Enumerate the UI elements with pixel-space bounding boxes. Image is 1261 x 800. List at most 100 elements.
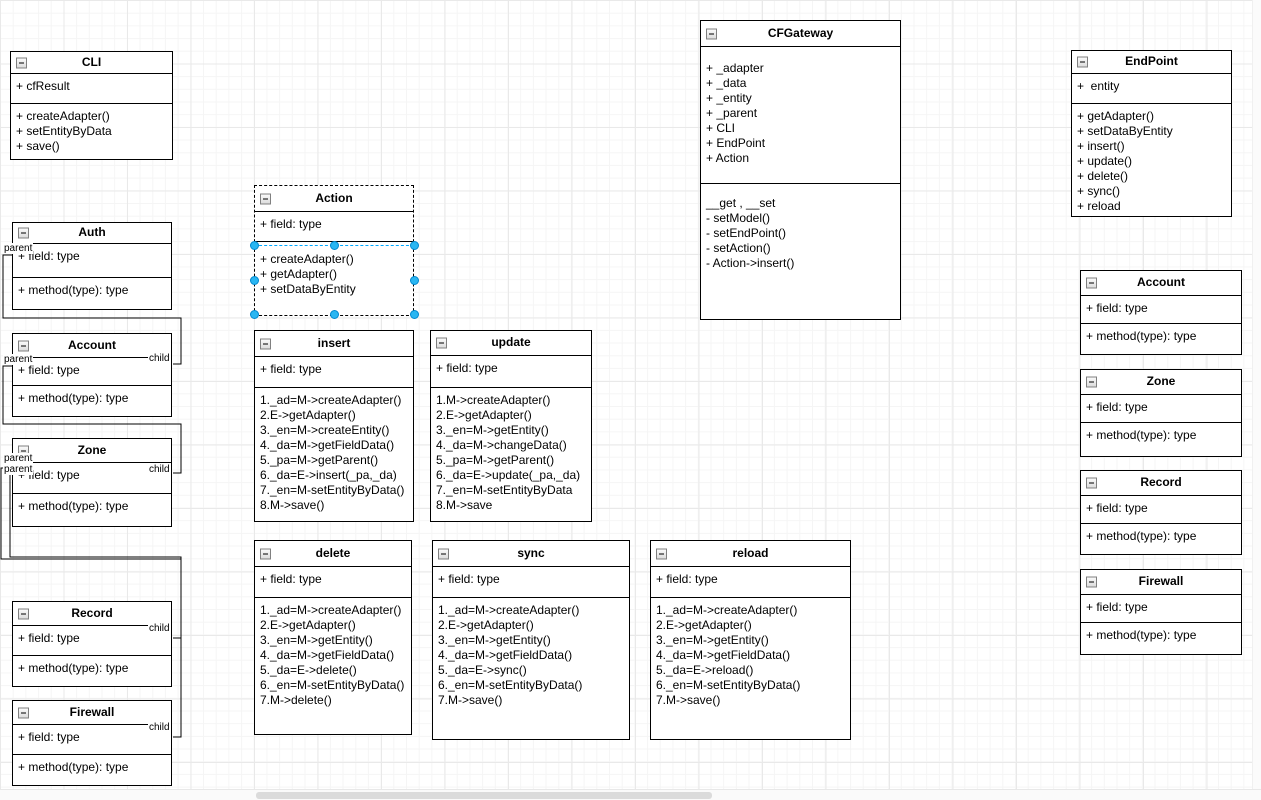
methods-compartment: 1._ad=M->createAdapter()2.E->getAdapter(… bbox=[255, 598, 411, 734]
method-text: + method(type): type bbox=[1086, 529, 1197, 543]
collapse-icon[interactable] bbox=[1086, 576, 1097, 588]
selection-handle[interactable] bbox=[409, 309, 419, 319]
collapse-icon[interactable] bbox=[1086, 277, 1097, 289]
method-text: 4._da=M->getFieldData() bbox=[260, 648, 395, 662]
fields-compartment: + field: type bbox=[1081, 395, 1241, 423]
class-zone-right[interactable]: Zone+ field: type+ method(type): type bbox=[1080, 369, 1242, 457]
field-text: + field: type bbox=[1086, 400, 1148, 414]
field-text: + field: type bbox=[18, 249, 80, 263]
method-text: 1._ad=M->createAdapter() bbox=[260, 603, 402, 617]
collapse-icon[interactable] bbox=[436, 337, 447, 349]
selection-handle[interactable] bbox=[409, 275, 419, 285]
collapse-icon[interactable] bbox=[260, 193, 271, 204]
fields-compartment: + field: type bbox=[1081, 595, 1241, 623]
collapse-icon[interactable] bbox=[18, 707, 29, 718]
method-text: + createAdapter() bbox=[260, 252, 354, 266]
method-text: - setEndPoint() bbox=[706, 226, 787, 240]
collapse-icon[interactable] bbox=[706, 28, 717, 39]
selection-handle[interactable] bbox=[249, 240, 259, 250]
class-account-right[interactable]: Account+ field: type+ method(type): type bbox=[1080, 270, 1242, 355]
method-text: + setDataByEntity bbox=[1077, 124, 1173, 138]
edge-label-parent: parent bbox=[3, 243, 34, 254]
method-text: 3._en=M->getEntity() bbox=[260, 633, 373, 647]
fields-compartment: + field: type bbox=[13, 725, 171, 755]
methods-compartment: + method(type): type bbox=[1081, 623, 1241, 654]
selection-handle[interactable] bbox=[249, 309, 259, 319]
collapse-icon[interactable] bbox=[16, 57, 27, 68]
class-titlebar: sync bbox=[433, 541, 629, 567]
collapse-icon[interactable] bbox=[656, 548, 667, 559]
class-title: Firewall bbox=[69, 705, 115, 719]
class-firewall-right[interactable]: Firewall + field: type+ method(type): typ… bbox=[1080, 569, 1242, 655]
hscrollbar-thumb[interactable] bbox=[256, 792, 712, 799]
field-text: + Action bbox=[706, 151, 750, 165]
fields-compartment: + field: type bbox=[255, 567, 411, 598]
method-text: 7._en=M-setEntityByData() bbox=[260, 483, 405, 497]
class-account-left[interactable]: Account+ field: type+ method(type): type bbox=[12, 333, 172, 417]
class-titlebar: Zone bbox=[1081, 370, 1241, 395]
method-text: 1._ad=M->createAdapter() bbox=[656, 603, 798, 617]
class-titlebar: Zone bbox=[13, 439, 171, 463]
collapse-icon[interactable] bbox=[260, 548, 271, 559]
hscrollbar-track[interactable] bbox=[0, 789, 1261, 800]
class-titlebar: Account bbox=[1081, 271, 1241, 296]
class-cfgateway[interactable]: CFGateway+ _adapter+ _data+ _entity+ _pa… bbox=[700, 20, 901, 320]
class-record-right[interactable]: Record+ field: type+ method(type): type bbox=[1080, 470, 1242, 555]
field-text: + entity bbox=[1077, 79, 1120, 93]
collapse-icon[interactable] bbox=[1077, 56, 1088, 68]
selection-handle[interactable] bbox=[329, 240, 339, 250]
class-title: Firewall bbox=[1138, 574, 1184, 588]
class-title: Zone bbox=[1146, 374, 1176, 388]
collapse-icon[interactable] bbox=[260, 338, 271, 349]
selection-handle[interactable] bbox=[329, 309, 339, 319]
edge-auth-account[interactable] bbox=[2, 254, 182, 365]
class-record-left[interactable]: Record+ field: type+ method(type): type bbox=[12, 601, 172, 687]
class-firewall-left[interactable]: Firewall+ field: type+ method(type): typ… bbox=[12, 700, 172, 786]
edge-zone-firewall[interactable] bbox=[0, 467, 182, 738]
method-text: 1._ad=M->createAdapter() bbox=[438, 603, 580, 617]
class-auth[interactable]: Auth+ field: type+ method(type): type bbox=[12, 222, 172, 310]
collapse-icon[interactable] bbox=[18, 227, 29, 239]
field-text: + _parent bbox=[706, 106, 758, 120]
method-text: 1._ad=M->createAdapter() bbox=[260, 393, 402, 407]
vscrollbar-track[interactable] bbox=[1252, 0, 1261, 789]
methods-compartment: + method(type): type bbox=[1081, 324, 1241, 354]
class-action[interactable]: Action+ field: type+ createAdapter()+ ge… bbox=[254, 185, 414, 316]
method-text: 7.M->delete() bbox=[260, 693, 332, 707]
class-zone-left[interactable]: Zone+ field: type+ method(type): type bbox=[12, 438, 172, 527]
field-text: + field: type bbox=[18, 631, 80, 645]
methods-compartment: __get , __set- setModel()- setEndPoint()… bbox=[701, 184, 900, 319]
method-text: 4._da=M->changeData() bbox=[436, 438, 567, 452]
collapse-icon[interactable] bbox=[438, 548, 449, 559]
collapse-icon[interactable] bbox=[1086, 477, 1097, 489]
method-text: 3._en=M->getEntity() bbox=[438, 633, 551, 647]
method-text: 7.M->save() bbox=[656, 693, 721, 707]
collapse-icon[interactable] bbox=[18, 340, 29, 351]
fields-compartment: + field: type bbox=[651, 567, 850, 598]
class-endpoint[interactable]: EndPoint+ entity+ getAdapter()+ setDataB… bbox=[1071, 50, 1232, 217]
collapse-icon[interactable] bbox=[1086, 376, 1097, 388]
edge-label-child: child bbox=[148, 464, 171, 475]
fields-compartment: + field: type bbox=[255, 212, 413, 242]
field-text: + field: type bbox=[436, 361, 498, 375]
method-text: 7.M->save() bbox=[438, 693, 503, 707]
class-sync[interactable]: sync + field: type 1._ad=M->createAdapter(… bbox=[432, 540, 630, 740]
field-text: + field: type bbox=[438, 572, 500, 586]
method-text: 6._en=M-setEntityByData() bbox=[260, 678, 405, 692]
class-title: Zone bbox=[77, 443, 107, 457]
class-cli[interactable]: CLI+ cfResult+ createAdapter()+ setEntit… bbox=[10, 51, 173, 160]
field-text: + _entity bbox=[706, 91, 752, 105]
collapse-icon[interactable] bbox=[18, 608, 29, 619]
method-text: + method(type): type bbox=[1086, 329, 1197, 343]
method-text: 2.E->getAdapter() bbox=[260, 618, 356, 632]
class-title: EndPoint bbox=[1125, 54, 1178, 68]
selection-handle[interactable] bbox=[249, 275, 259, 285]
edge-account-zone[interactable] bbox=[2, 365, 182, 474]
edge-label-child: child bbox=[148, 353, 171, 364]
selection-handle[interactable] bbox=[409, 240, 419, 250]
